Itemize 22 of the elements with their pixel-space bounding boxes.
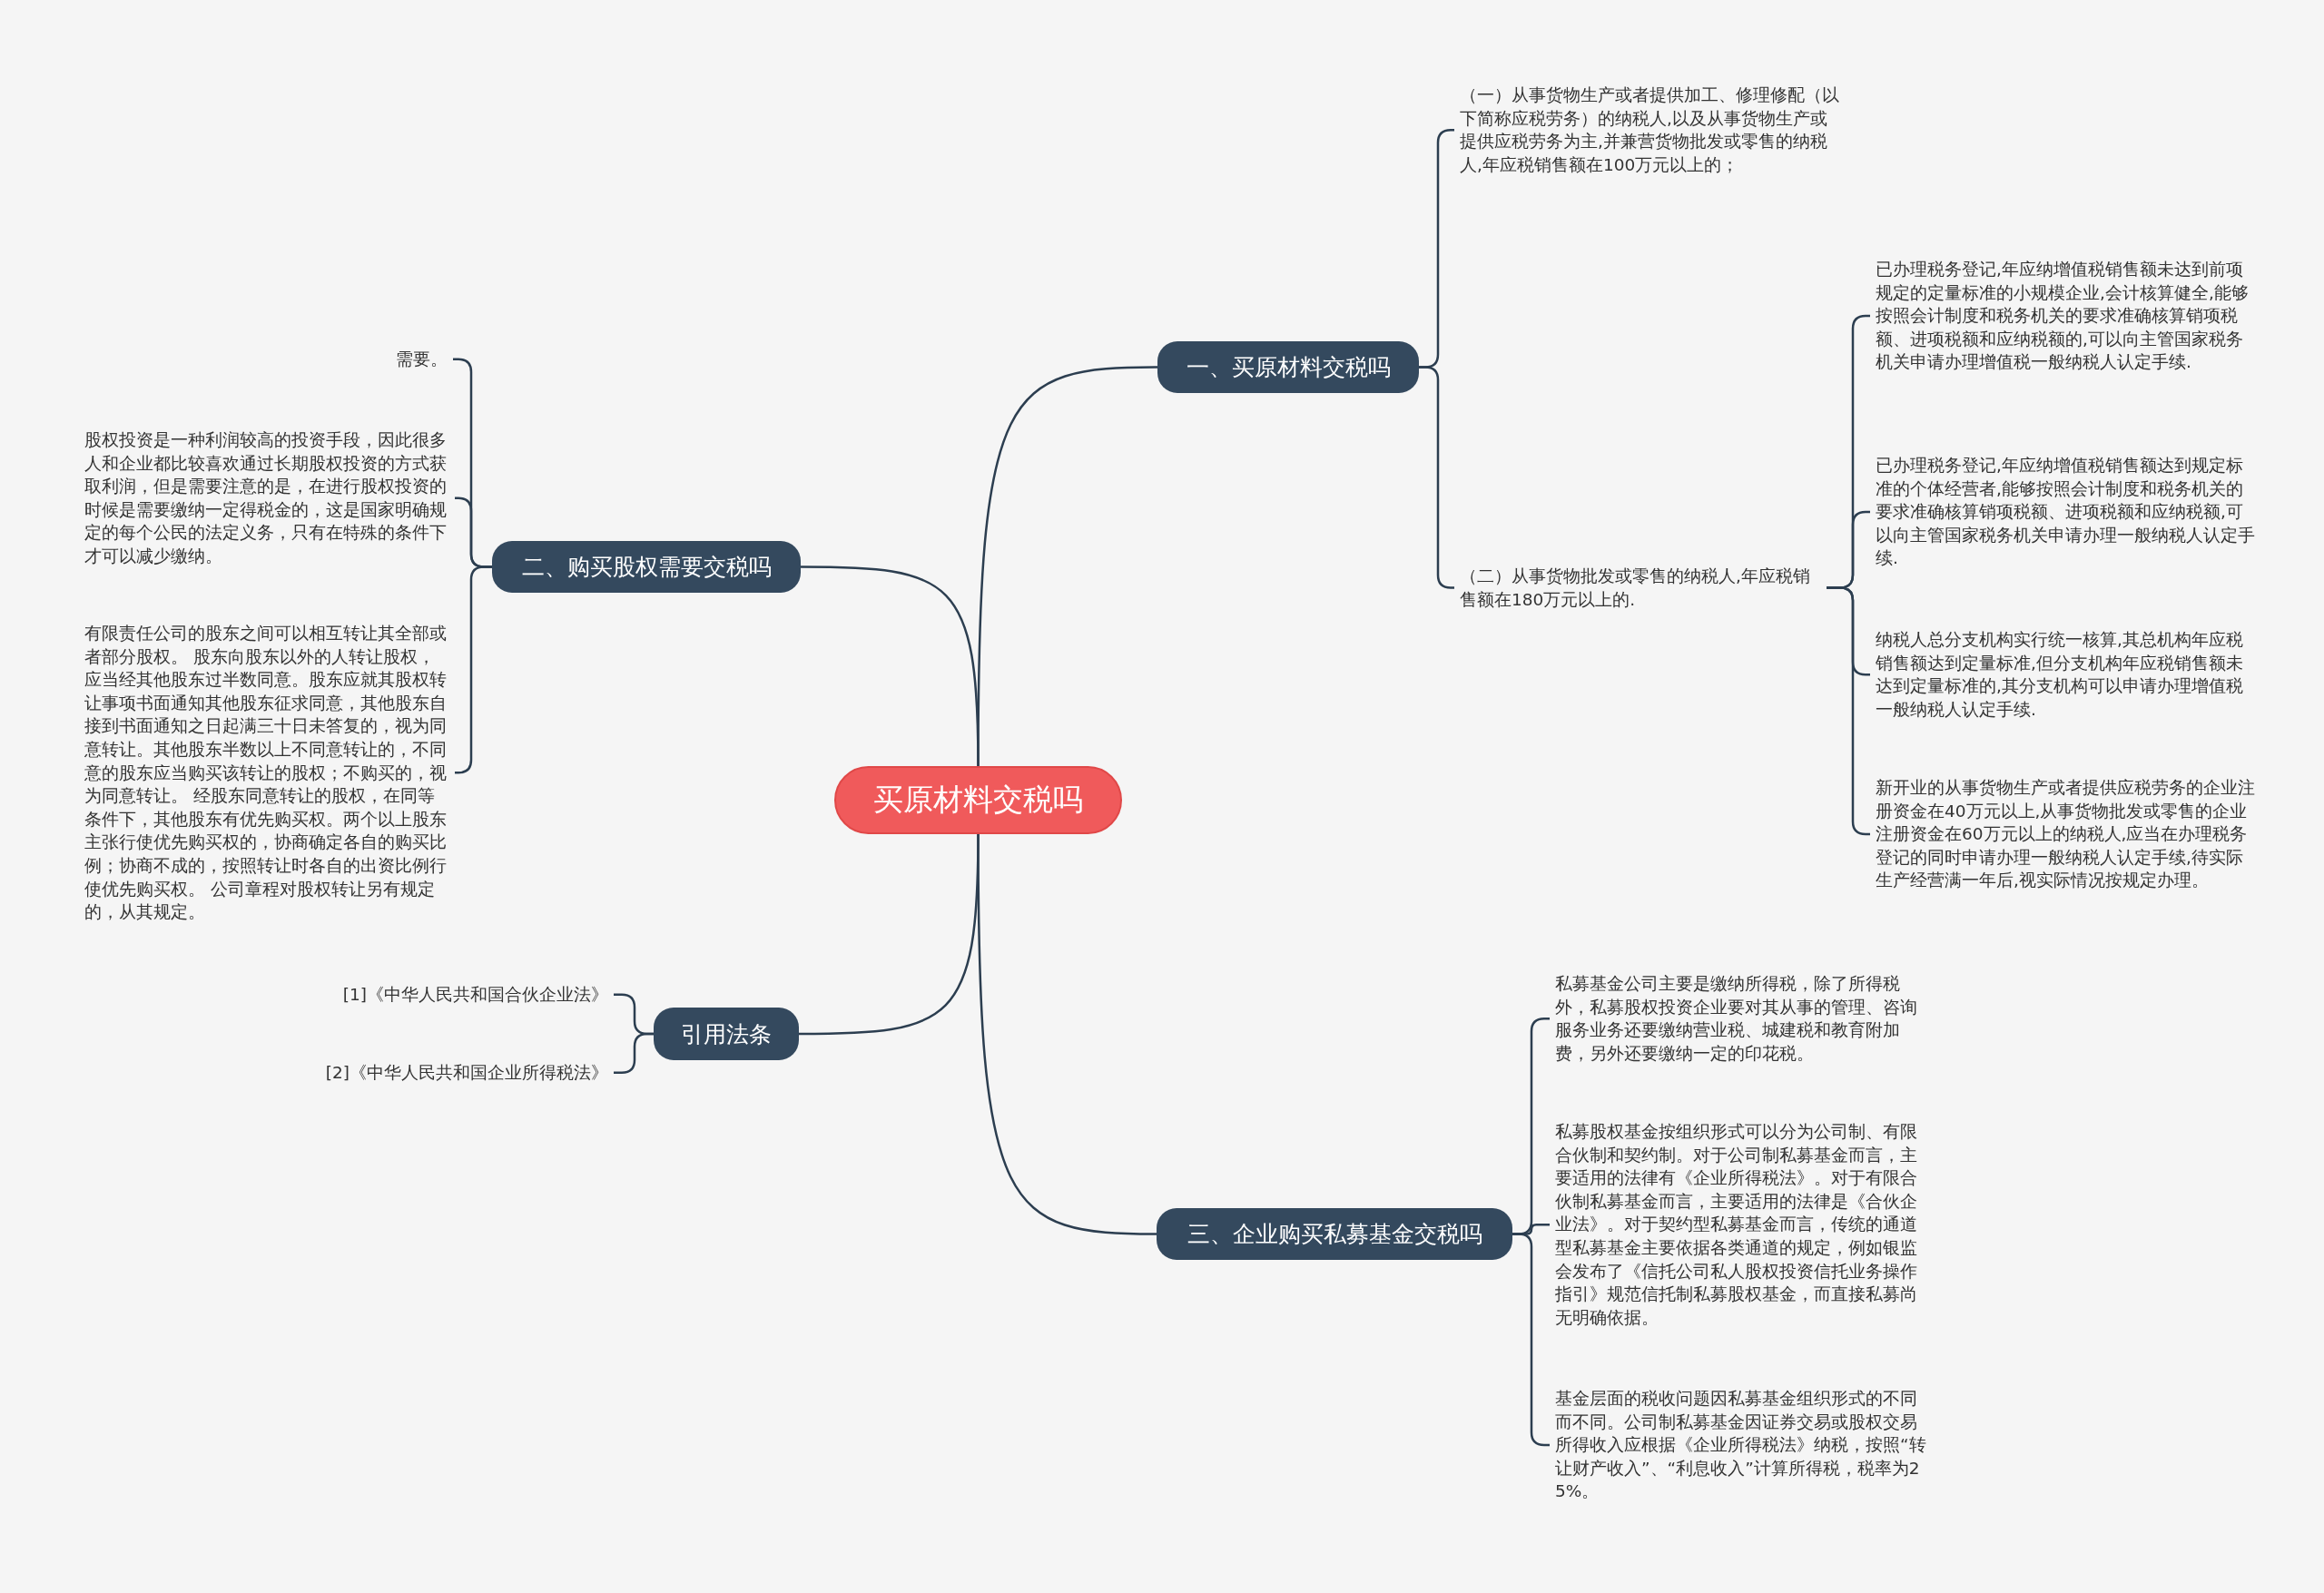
note-text: 股权投资是一种利润较高的投资手段，因此很多人和企业都比较喜欢通过长期股权投资的方式获取利润，但是需要注意的是，在进行股权投资的时候是需要缴纳一定得税金的，这是国家明确规定的每个公民的法定义务，只有在特殊的条件下才可以减少缴纳。 [84, 428, 449, 568]
branch-topic: 一、买原材料交税吗 [1157, 341, 1419, 393]
note-text: [1]《中华人民共和国合伙企业法》 [300, 983, 608, 1007]
note-text: 已办理税务登记,年应纳增值税销售额达到规定标准的个体经营者,能够按照会计制度和税务机关的要求准确核算销项税额、进项税额和应纳税额,可以向主管国家税务机关申请办理一般纳税人认定手续. [1876, 454, 2257, 570]
note-text: （一）从事货物生产或者提供加工、修理修配（以下简称应税劳务）的纳税人,以及从事货物生产或提供应税劳务为主,并兼营货物批发或零售的纳税人,年应税销售额在100万元以上的； [1460, 84, 1841, 177]
note-text: [2]《中华人民共和国企业所得税法》 [300, 1061, 608, 1085]
branch-topic: 引用法条 [654, 1008, 799, 1060]
note-text: 新开业的从事货物生产或者提供应税劳务的企业注册资金在40万元以上,从事货物批发或零售的企业注册资金在60万元以上的纳税人,应当在办理税务登记的同时申请办理一般纳税人认定手续,待实际生产经营满一年后,视实际情况按规定办理。 [1876, 776, 2257, 892]
note-text: 需要。 [275, 348, 448, 371]
connector-line [977, 834, 1157, 1235]
note-text: （二）从事货物批发或零售的纳税人,年应税销售额在180万元以上的. [1460, 565, 1823, 612]
note-text: 纳税人总分支机构实行统一核算,其总机构年应税销售额达到定量标准,但分支机构年应税销售额未达到定量标准的,其分支机构可以申请办理增值税一般纳税人认定手续. [1876, 628, 2257, 722]
note-text: 已办理税务登记,年应纳增值税销售额未达到前项规定的定量标准的小规模企业,会计核算健全,能够按照会计制度和税务机关的要求准确核算销项税额、进项税额和应纳税额的,可以向主管国家税务机关申请办理增值税一般纳税人认定手续. [1876, 258, 2257, 374]
connector-line [801, 565, 980, 766]
note-text: 基金层面的税收问题因私募基金组织形式的不同而不同。公司制私募基金因证券交易或股权交易所得收入应根据《企业所得税法》纳税，按照“转让财产收入”、“利息收入”计算所得税，税率为25%。 [1555, 1387, 1933, 1503]
connector-line [614, 1032, 654, 1075]
note-text: 私募股权基金按组织形式可以分为公司制、有限合伙制和契约制。对于公司制私募基金而言，主要适用的法律有《企业所得税法》。对于有限合伙制私募基金而言，主要适用的法律是《合伙企业法》。对于契约型私募基金而言，传统的通道型私募基金主要依据各类通道的规定，例如银监会发布了《信托公司私人股权投资信托业务操作指引》规范信托制私募股权基金，而直接私募尚无明确依据。 [1555, 1120, 1933, 1330]
central-topic: 买原材料交税吗 [834, 766, 1122, 834]
branch-topic: 二、购买股权需要交税吗 [492, 541, 801, 593]
note-text: 私募基金公司主要是缴纳所得税，除了所得税外，私募股权投资企业要对其从事的管理、咨询服务业务还要缴纳营业税、城建税和教育附加费，另外还要缴纳一定的印花税。 [1555, 972, 1933, 1066]
branch-topic: 三、企业购买私募基金交税吗 [1157, 1208, 1512, 1260]
note-text: 有限责任公司的股东之间可以相互转让其全部或者部分股权。 股东向股东以外的人转让股权，应当经其他股东过半数同意。股东应就其股权转让事项书面通知其他股东征求同意，其他股东自接到书面通知之日起满三十日未答复的，视为同意转让。其他股东半数以上不同意转让的，不同意的股东应当购买该转让的股权；不购买的，视为同意转让。 经股东同意转让的股权，在同等条件下，其他股东有优先购买权。两个以上股东主张行使优先购买权的，协商确定各自的购买比例；协商不成的，按照转让时各自的出资比例行使优先购买权。 公司章程对股权转让另有规定的，从其规定。 [84, 622, 449, 924]
